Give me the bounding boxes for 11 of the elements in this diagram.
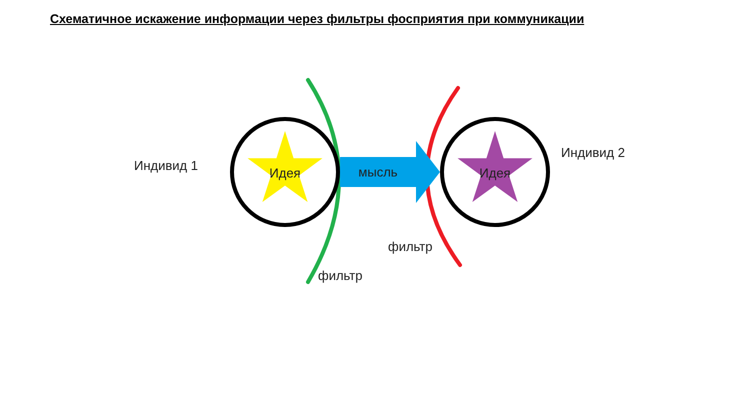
individual-label: Индивид 2 bbox=[561, 145, 625, 160]
star-label: Идея bbox=[479, 166, 511, 181]
individual-label: Индивид 1 bbox=[134, 158, 198, 173]
circle-outline bbox=[440, 117, 550, 227]
filter-label: фильтр bbox=[388, 239, 432, 254]
circle-outline bbox=[230, 117, 340, 227]
edge-label: мысль bbox=[358, 164, 398, 180]
title: Схематичное искажение информации через фильтры фосприятия при коммуникации bbox=[50, 12, 584, 26]
block-arrow bbox=[340, 141, 440, 203]
star-label: Идея bbox=[269, 166, 301, 181]
filter-label: фильтр bbox=[318, 268, 362, 283]
